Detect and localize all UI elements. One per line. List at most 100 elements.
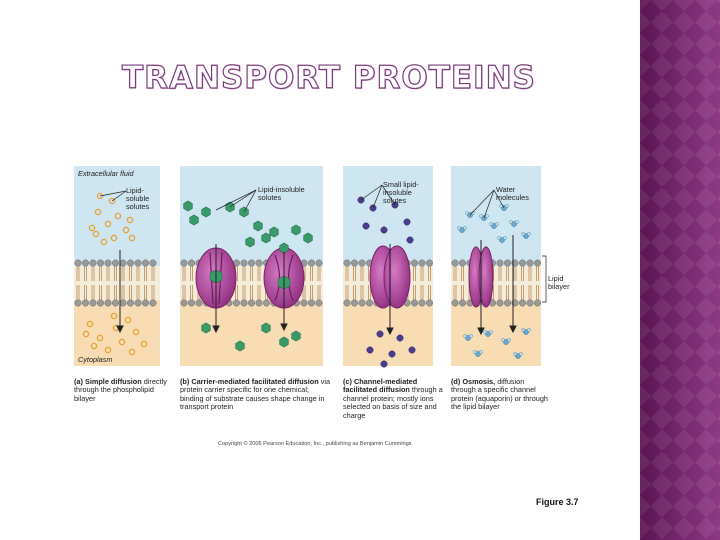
caption-channel-mediated: (c) Channel-mediated facilitated diffusi… — [343, 378, 449, 420]
lipid-head — [534, 260, 540, 266]
lipid-head — [135, 300, 141, 306]
lipid-insoluble-solute — [304, 233, 313, 243]
lipid-insoluble-solute — [280, 337, 289, 347]
slide-title: TRANSPORT PROTEINS — [122, 60, 536, 96]
lipid-head — [411, 260, 417, 266]
lipid-head — [233, 300, 239, 306]
lipid-head — [181, 300, 187, 306]
lipid-head — [497, 300, 503, 306]
caption-carrier-mediated: (b) Carrier-mediated facilitated diffusi… — [180, 378, 332, 412]
lipid-head — [411, 300, 417, 306]
lipid-head — [301, 300, 307, 306]
lipid-insoluble-solutes-label: Lipid-insoluble solutes — [258, 186, 318, 202]
lipid-head — [504, 260, 510, 266]
lipid-head — [142, 300, 148, 306]
lipid-insoluble-solute — [262, 233, 271, 243]
lipid-soluble-solutes-label: Lipid-soluble solutes — [126, 187, 162, 211]
lipid-head — [120, 260, 126, 266]
lipid-head — [127, 260, 133, 266]
lipid-insoluble-solute — [236, 341, 245, 351]
lipid-head — [248, 260, 254, 266]
lipid-head — [127, 300, 133, 306]
lipid-insoluble-solute — [292, 225, 301, 235]
lipid-head — [188, 260, 194, 266]
lipid-head — [316, 260, 322, 266]
lipid-head — [135, 260, 141, 266]
copyright-notice: Copyright © 2006 Pearson Education, Inc.… — [218, 441, 413, 447]
lipid-head — [452, 260, 458, 266]
lipid-insoluble-solute — [184, 201, 193, 211]
lipid-head — [534, 300, 540, 306]
ion-solute — [367, 347, 373, 353]
lipid-head — [497, 260, 503, 266]
lipid-head — [519, 260, 525, 266]
lipid-head — [344, 260, 350, 266]
lipid-head — [120, 300, 126, 306]
lipid-head — [241, 300, 247, 306]
caption-osmosis: (d) Osmosis, diffusion through a specifi… — [451, 378, 551, 412]
lipid-head — [452, 300, 458, 306]
lipid-head — [344, 300, 350, 306]
lipid-head — [308, 300, 314, 306]
ion-solute — [389, 351, 395, 357]
lipid-head — [105, 300, 111, 306]
ion-solute — [409, 347, 415, 353]
lipid-insoluble-solute — [262, 323, 271, 333]
ion-solute — [381, 361, 387, 367]
lipid-head — [90, 300, 96, 306]
bilayer-core — [74, 266, 160, 300]
caption-c-title: Channel-mediated facilitated diffusion — [343, 377, 417, 394]
lipid-head — [419, 300, 425, 306]
lipid-head — [459, 260, 465, 266]
ion-solute — [363, 223, 369, 229]
bilayer-core — [451, 266, 541, 300]
lipid-insoluble-solute — [202, 323, 211, 333]
lipid-head — [504, 300, 510, 306]
lipid-insoluble-solute — [254, 221, 263, 231]
lipid-head — [359, 300, 365, 306]
lipid-head — [75, 300, 81, 306]
cytoplasm-label: Cytoplasm — [78, 356, 112, 364]
lipid-head — [82, 260, 88, 266]
lipid-head — [150, 260, 156, 266]
lipid-head — [97, 300, 103, 306]
lipid-head — [263, 300, 269, 306]
lipid-head — [426, 260, 432, 266]
lipid-head — [196, 300, 202, 306]
lipid-head — [150, 300, 156, 306]
lipid-head — [90, 260, 96, 266]
transport-proteins-figure: Extracellular fluid Cytoplasm Lipid-solu… — [70, 160, 590, 460]
lipid-head — [112, 300, 118, 306]
lipid-head — [97, 260, 103, 266]
lipid-head — [366, 300, 372, 306]
lipid-head — [426, 300, 432, 306]
lipid-head — [142, 260, 148, 266]
lipid-head — [241, 260, 247, 266]
lipid-insoluble-solute — [292, 331, 301, 341]
lipid-head — [459, 300, 465, 306]
lipid-head — [308, 260, 314, 266]
ion-solute — [377, 331, 383, 337]
figure-reference: Figure 3.7 — [536, 497, 579, 507]
lipid-head — [519, 300, 525, 306]
ion-solute — [404, 219, 410, 225]
lipid-head — [527, 260, 533, 266]
lipid-head — [351, 260, 357, 266]
lipid-head — [181, 260, 187, 266]
lipid-head — [419, 260, 425, 266]
extracellular-fluid-label: Extracellular fluid — [78, 170, 134, 178]
ion-solute — [397, 335, 403, 341]
lipid-insoluble-solute — [280, 243, 289, 253]
water-molecules-label: Water molecules — [496, 186, 542, 202]
lipid-head — [112, 260, 118, 266]
decorative-side-band — [640, 0, 720, 540]
ion-solute — [407, 237, 413, 243]
lipid-head — [248, 300, 254, 306]
lipid-head — [105, 260, 111, 266]
caption-simple-diffusion: (a) Simple diffusion directly through th… — [74, 378, 174, 403]
lipid-insoluble-solute — [202, 207, 211, 217]
lipid-head — [316, 300, 322, 306]
lipid-head — [351, 300, 357, 306]
lipid-insoluble-solute — [190, 215, 199, 225]
lipid-head — [527, 300, 533, 306]
